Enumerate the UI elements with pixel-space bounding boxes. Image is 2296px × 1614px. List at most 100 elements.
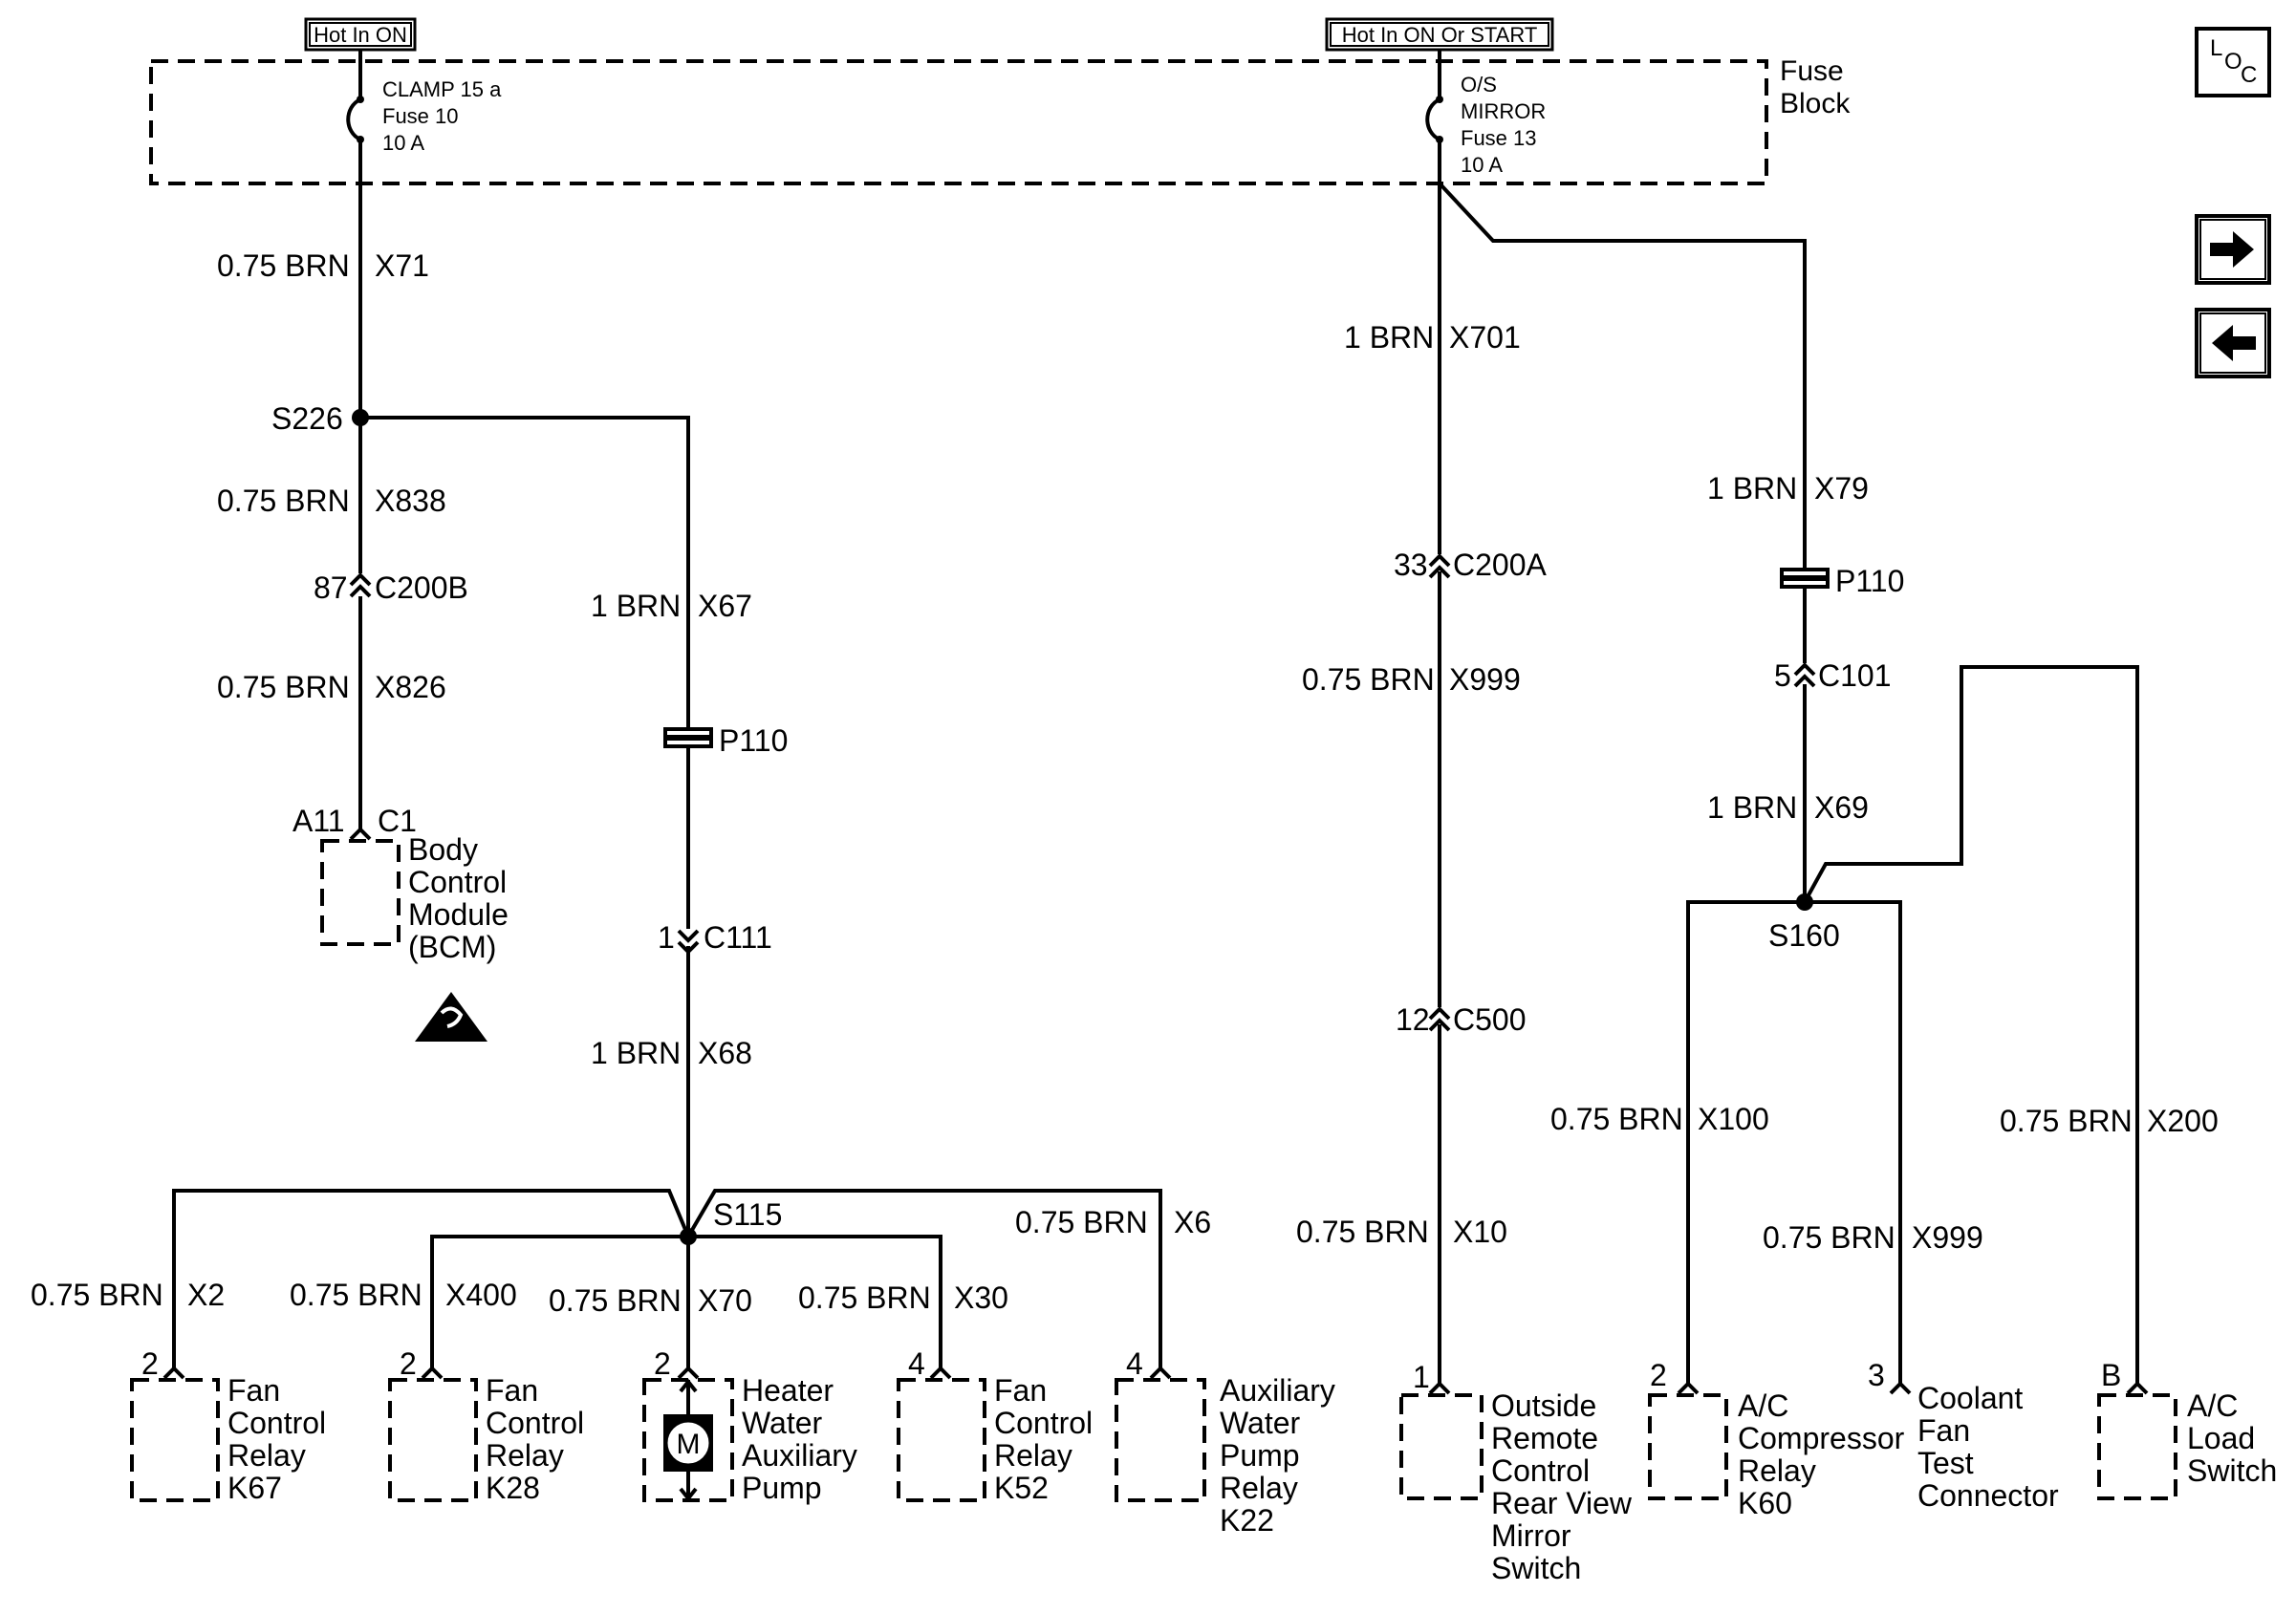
wire-x67-id: X67 bbox=[698, 589, 752, 623]
c200a-pin: 33 bbox=[1394, 548, 1428, 582]
bcm-label-4: (BCM) bbox=[408, 930, 496, 964]
svg-text:Heater: Heater bbox=[742, 1373, 834, 1408]
wire-x2-id: X2 bbox=[187, 1278, 225, 1312]
wire-x826-id: X826 bbox=[375, 670, 446, 704]
fan-control-relay-k67: 2 Fan Control Relay K67 bbox=[130, 1346, 326, 1505]
c200b-pin: 87 bbox=[314, 570, 348, 605]
bcm-component-box bbox=[320, 839, 401, 946]
svg-text:Auxiliary: Auxiliary bbox=[742, 1438, 857, 1473]
c200b-label: C200B bbox=[375, 570, 468, 605]
wire-x701-size: 1 BRN bbox=[1344, 320, 1434, 355]
svg-text:Test: Test bbox=[1917, 1446, 1974, 1480]
svg-text:K28: K28 bbox=[486, 1471, 540, 1505]
svg-text:Rear View: Rear View bbox=[1491, 1486, 1633, 1520]
wire-x6-id: X6 bbox=[1174, 1205, 1211, 1239]
wire-x200-id: X200 bbox=[2147, 1104, 2219, 1138]
svg-text:Control: Control bbox=[486, 1406, 584, 1440]
svg-text:Auxiliary: Auxiliary bbox=[1220, 1373, 1335, 1408]
bcm-label-3: Module bbox=[408, 897, 509, 932]
c500-label: C500 bbox=[1453, 1002, 1527, 1037]
c500-pin: 12 bbox=[1396, 1002, 1430, 1037]
k67-pin: 2 bbox=[141, 1346, 159, 1381]
svg-text:M: M bbox=[677, 1429, 701, 1460]
svg-text:Coolant: Coolant bbox=[1917, 1381, 2023, 1415]
wire-x10-id: X10 bbox=[1453, 1215, 1507, 1249]
svg-text:Relay: Relay bbox=[486, 1438, 564, 1473]
bcm-label-2: Control bbox=[408, 865, 507, 899]
wire-x100-id: X100 bbox=[1698, 1102, 1769, 1136]
splice-s115-label: S115 bbox=[713, 1197, 782, 1232]
wire-x999b-id: X999 bbox=[1912, 1220, 1983, 1255]
svg-text:Relay: Relay bbox=[994, 1438, 1072, 1473]
next-arrow-icon[interactable] bbox=[2195, 214, 2271, 285]
hot-in-on-label: Hot In ON bbox=[304, 17, 417, 52]
c111-connector-symbol bbox=[677, 929, 700, 955]
svg-text:Compressor: Compressor bbox=[1738, 1421, 1905, 1455]
hot-label-2: Hot In ON Or START bbox=[1342, 23, 1538, 47]
coolant-fan-test-connector: 3 Coolant Fan Test Connector bbox=[1868, 1358, 2059, 1513]
c101-connector-symbol bbox=[1793, 662, 1816, 688]
k28-pin: 2 bbox=[400, 1346, 417, 1381]
wire-x67-size: 1 BRN bbox=[591, 589, 681, 623]
wire-x826-size: 0.75 BRN bbox=[217, 670, 350, 704]
mirror-pin: 1 bbox=[1413, 1360, 1430, 1394]
svg-text:Control: Control bbox=[1491, 1453, 1590, 1488]
svg-text:Pump: Pump bbox=[742, 1471, 822, 1505]
svg-text:Mirror: Mirror bbox=[1491, 1518, 1571, 1553]
k60-pin: 2 bbox=[1650, 1358, 1667, 1392]
wire-x100-size: 0.75 BRN bbox=[1550, 1102, 1683, 1136]
p110-inline-connector-2 bbox=[1780, 568, 1830, 589]
wire-x69-id: X69 bbox=[1814, 790, 1869, 825]
wire-x71-id: X71 bbox=[375, 248, 429, 283]
c500-connector-symbol bbox=[1428, 1006, 1451, 1032]
pump-pin: 2 bbox=[654, 1346, 671, 1381]
svg-text:Fan: Fan bbox=[486, 1373, 538, 1408]
bcm-label-1: Body bbox=[408, 832, 478, 867]
wire-x68-size: 1 BRN bbox=[591, 1036, 681, 1070]
wire-x70-id: X70 bbox=[698, 1283, 752, 1318]
svg-text:K67: K67 bbox=[227, 1471, 282, 1505]
wire-x999a-size: 0.75 BRN bbox=[1302, 662, 1435, 697]
fuse-13-line-4: 10 A bbox=[1461, 153, 1503, 177]
fan-control-relay-k52: 4 Fan Control Relay K52 bbox=[897, 1346, 1093, 1505]
svg-text:Load: Load bbox=[2187, 1421, 2255, 1455]
fuse-block-label-1: Fuse bbox=[1780, 55, 1844, 87]
svg-text:Outside: Outside bbox=[1491, 1388, 1596, 1423]
wire-x30-id: X30 bbox=[954, 1280, 1008, 1315]
fuse-13-line-2: MIRROR bbox=[1461, 99, 1546, 123]
acload-pin: B bbox=[2101, 1358, 2121, 1392]
previous-arrow-icon[interactable] bbox=[2195, 308, 2271, 378]
svg-text:K60: K60 bbox=[1738, 1486, 1792, 1520]
svg-text:Relay: Relay bbox=[1220, 1471, 1298, 1505]
fuse-13-line-3: Fuse 13 bbox=[1461, 126, 1537, 150]
loc-icon[interactable]: L O C bbox=[2195, 27, 2271, 97]
fuse-13-symbol bbox=[1425, 97, 1441, 141]
esd-warning-icon bbox=[415, 992, 487, 1042]
coolant-pin: 3 bbox=[1868, 1358, 1885, 1392]
c111-label: C111 bbox=[704, 920, 772, 955]
fuse-10-symbol bbox=[346, 97, 362, 141]
fuse-block-label-2: Block bbox=[1780, 88, 1851, 119]
hot-in-on-or-start-label: Hot In ON Or START bbox=[1325, 17, 1554, 52]
svg-text:Relay: Relay bbox=[227, 1438, 306, 1473]
svg-text:O: O bbox=[2224, 49, 2242, 75]
wire-x6-size: 0.75 BRN bbox=[1015, 1205, 1148, 1239]
wire-x10-size: 0.75 BRN bbox=[1296, 1215, 1429, 1249]
wire-x999b-size: 0.75 BRN bbox=[1763, 1220, 1895, 1255]
wire-x200-size: 0.75 BRN bbox=[2000, 1104, 2133, 1138]
bcm-pin-a11: A11 bbox=[292, 804, 345, 838]
svg-text:Pump: Pump bbox=[1220, 1438, 1300, 1473]
splice-s160-label: S160 bbox=[1768, 918, 1840, 953]
fuse-block-outline bbox=[149, 59, 1768, 185]
svg-text:Fan: Fan bbox=[994, 1373, 1047, 1408]
wire-x838-id: X838 bbox=[375, 484, 446, 518]
fuse-10-line-3: 10 A bbox=[382, 131, 424, 155]
wire-x400-size: 0.75 BRN bbox=[290, 1278, 422, 1312]
svg-text:K22: K22 bbox=[1220, 1503, 1274, 1538]
c101-pin: 5 bbox=[1774, 658, 1791, 693]
wire-x999a-id: X999 bbox=[1449, 662, 1521, 697]
svg-text:Control: Control bbox=[227, 1406, 326, 1440]
svg-text:K52: K52 bbox=[994, 1471, 1049, 1505]
k52-pin: 4 bbox=[908, 1346, 925, 1381]
